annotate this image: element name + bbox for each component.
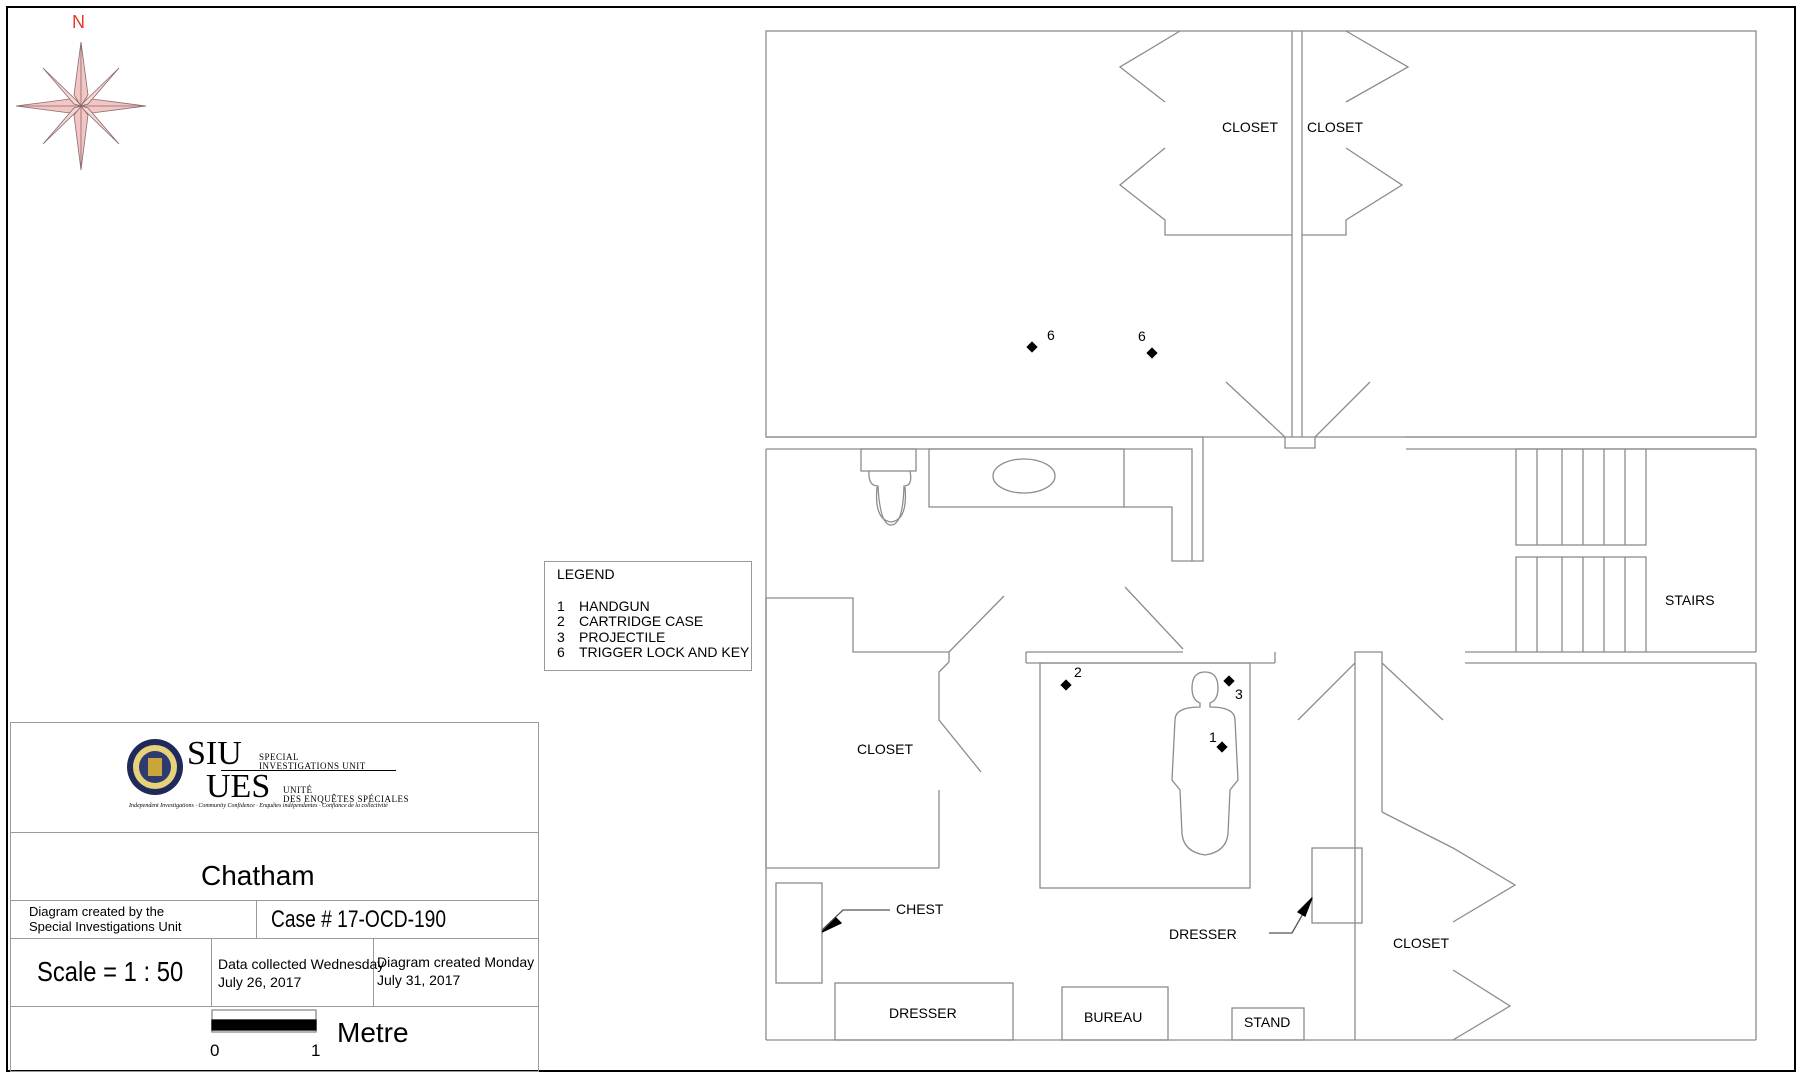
furniture-label-chest: CHEST xyxy=(896,901,944,917)
marker-number-3: 3 xyxy=(1235,686,1243,702)
marker-number-6b: 6 xyxy=(1138,328,1146,344)
logo-tagline: Independent Investigations · Community C… xyxy=(129,803,388,809)
scale-ratio: Scale = 1 : 50 xyxy=(37,956,184,987)
scale-bar-start: 0 xyxy=(210,1041,220,1060)
room-label-closet-bottom-right: CLOSET xyxy=(1393,935,1450,951)
bedroom-top-walls xyxy=(765,30,1757,438)
siu-seal-icon xyxy=(127,739,183,795)
marker-number-2: 2 xyxy=(1074,664,1082,680)
logo-unite-2: DES ENQUÊTES SPÉCIALES xyxy=(283,794,410,804)
marker-number-1: 1 xyxy=(1209,729,1217,745)
evidence-marker-2 xyxy=(1060,679,1072,691)
title-block: SIU UES SPECIAL INVESTIGATIONS UNIT UNIT… xyxy=(10,722,539,1072)
evidence-marker-6b xyxy=(1146,347,1158,359)
logo-unite-1: UNITÉ xyxy=(283,785,313,795)
room-label-stairs: STAIRS xyxy=(1665,592,1715,608)
logo-special-1: SPECIAL xyxy=(259,752,300,762)
evidence-marker-6a xyxy=(1026,341,1038,353)
data-collected-date: Data collected Wednesday July 26, 2017 xyxy=(218,956,385,990)
diagram-created-date: Diagram created Monday July 31, 2017 xyxy=(377,954,535,988)
north-label: N xyxy=(72,12,85,32)
logo-siu: SIU xyxy=(187,735,242,772)
scale-bar-unit: Metre xyxy=(337,1017,409,1048)
evidence-marker-1 xyxy=(1216,741,1228,753)
created-by: Diagram created by the Special Investiga… xyxy=(29,904,182,934)
marker-number-6a: 6 xyxy=(1047,327,1055,343)
furniture-label-bureau: BUREAU xyxy=(1084,1009,1143,1025)
scale-bar-end: 1 xyxy=(311,1041,321,1060)
location-title: Chatham xyxy=(201,860,315,891)
furniture-label-dresser-bottom: DRESSER xyxy=(889,1005,957,1021)
logo-ues: UES xyxy=(206,768,271,805)
room-label-closet-top-right: CLOSET xyxy=(1307,119,1364,135)
compass-rose-icon xyxy=(15,41,147,171)
diagram-frame xyxy=(6,6,1796,1072)
furniture-label-dresser-right: DRESSER xyxy=(1169,926,1237,942)
case-number: Case # 17-OCD-190 xyxy=(271,906,447,933)
furniture-label-stand: STAND xyxy=(1244,1014,1291,1030)
legend-title: LEGEND xyxy=(557,566,615,582)
evidence-marker-3 xyxy=(1223,675,1235,687)
logo-special-2: INVESTIGATIONS UNIT xyxy=(259,761,366,771)
room-label-closet-top-left: CLOSET xyxy=(1222,119,1279,135)
room-label-closet-left: CLOSET xyxy=(857,741,914,757)
